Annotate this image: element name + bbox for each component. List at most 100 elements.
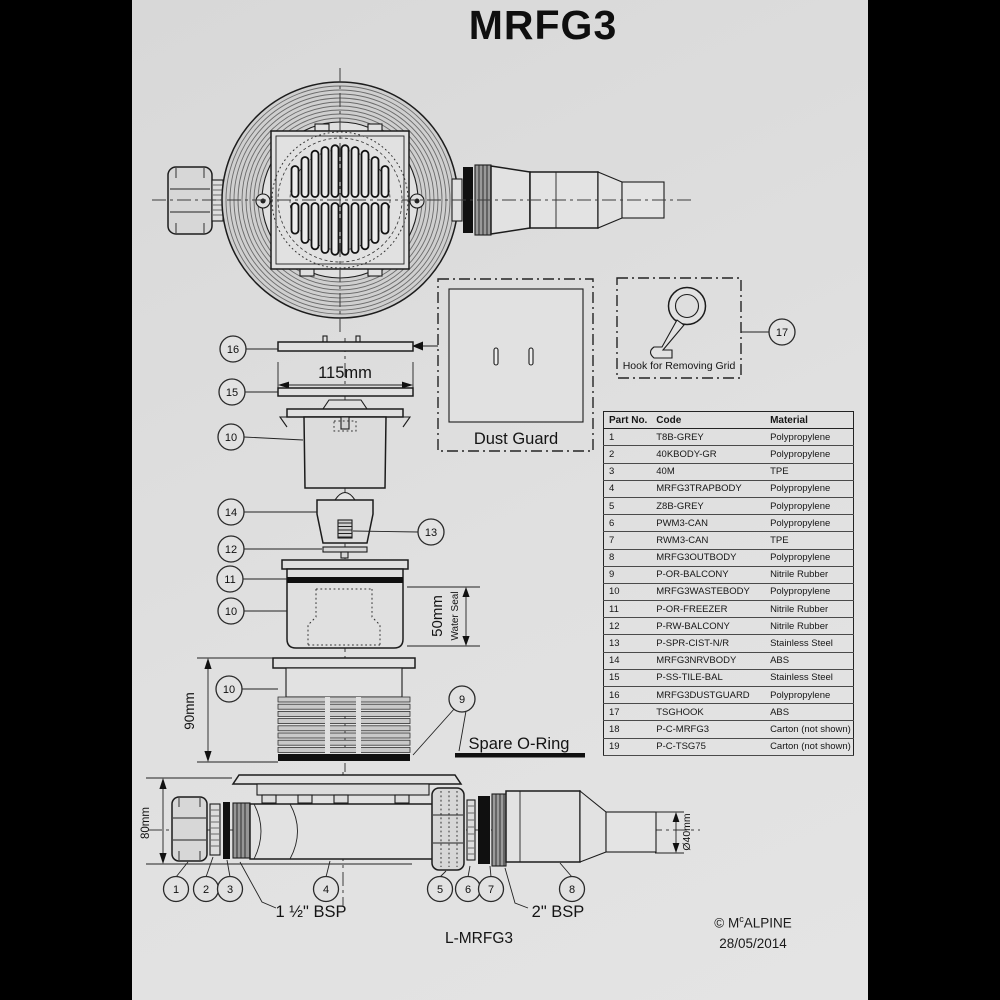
svg-text:2: 2 <box>203 884 209 896</box>
svg-text:115mm: 115mm <box>318 364 372 382</box>
callout-14: 14 <box>217 498 317 526</box>
table-cell: MRFG3TRAPBODY <box>651 480 766 498</box>
part-4-trap-body <box>249 803 441 860</box>
table-cell: 14 <box>603 652 652 670</box>
table-cell: PWM3-CAN <box>651 514 766 533</box>
inlet-thread <box>232 802 251 859</box>
table-cell: Polypropylene <box>765 497 854 516</box>
part-9-o-ring <box>278 754 410 761</box>
callout-11: 11 <box>216 565 287 593</box>
table-cell: MRFG3WASTEBODY <box>651 583 766 602</box>
table-cell: 13 <box>603 634 652 653</box>
table-cell: T8B-GREY <box>651 428 766 447</box>
callout-13: 13 <box>352 518 445 546</box>
svg-text:1: 1 <box>173 884 179 896</box>
table-cell: 8 <box>603 549 652 567</box>
table-cell: 40M <box>651 463 766 481</box>
svg-text:4: 4 <box>323 884 329 896</box>
col-header-material: Material <box>765 411 854 430</box>
bsp-inlet-label: 1 ½" BSP <box>239 861 347 921</box>
callout-5: 5 <box>426 870 454 903</box>
svg-text:9: 9 <box>459 694 465 706</box>
callout-8: 8 <box>558 862 586 903</box>
callout-12: 12 <box>217 535 322 563</box>
part-15-tile-plate <box>277 387 414 397</box>
dust-guard-arrow <box>412 341 423 351</box>
dust-guard-label: Dust Guard <box>474 430 558 448</box>
svg-text:50mm: 50mm <box>429 595 446 637</box>
col-header-code: Code <box>651 411 766 430</box>
svg-text:5: 5 <box>437 884 443 896</box>
table-cell: 40KBODY-GR <box>651 445 766 464</box>
svg-text:90mm: 90mm <box>182 692 197 730</box>
table-cell: Carton (not shown) <box>765 738 854 756</box>
callout-6: 6 <box>454 865 482 903</box>
svg-text:10: 10 <box>223 684 235 696</box>
table-cell: 6 <box>603 514 652 533</box>
outlet-thread <box>491 793 507 867</box>
callout-17: 17 <box>741 318 796 346</box>
table-cell: MRFG3DUSTGUARD <box>651 686 766 705</box>
table-cell: P-SS-TILE-BAL <box>651 669 766 688</box>
svg-text:Water Seal: Water Seal <box>450 591 461 640</box>
table-cell: 7 <box>603 531 652 550</box>
svg-text:1 ½" BSP: 1 ½" BSP <box>276 903 347 921</box>
copyright-line: © McALPINE <box>714 914 792 931</box>
table-cell: ABS <box>765 652 854 670</box>
table-cell: P-SPR-CIST-N/R <box>651 634 766 653</box>
exploded-view: 16 115mm 15 <box>182 335 585 772</box>
table-cell: 19 <box>603 738 652 756</box>
callout-16: 16 <box>219 335 278 363</box>
part-12-washer <box>322 546 368 559</box>
svg-text:14: 14 <box>225 507 237 519</box>
page-title: MRFG3 <box>468 2 618 48</box>
svg-text:10: 10 <box>225 432 237 444</box>
spare-o-ring: Spare O-Ring <box>455 735 585 758</box>
part-10-clamp-body <box>278 399 412 489</box>
table-cell: 5 <box>603 497 652 516</box>
dimension-body-height: 90mm <box>182 657 278 763</box>
table-cell: 17 <box>603 703 652 722</box>
table-cell: P-C-TSG75 <box>651 738 766 756</box>
callout-10-clamp: 10 <box>217 423 304 451</box>
table-cell: Stainless Steel <box>765 634 854 653</box>
callout-10-waste-cup: 10 <box>217 597 287 625</box>
table-cell: 1 <box>603 428 652 447</box>
table-cell: TSGHOOK <box>651 703 766 722</box>
svg-text:3: 3 <box>227 884 233 896</box>
table-cell: P-OR-BALCONY <box>651 566 766 584</box>
table-cell: MRFG3NRVBODY <box>651 652 766 670</box>
part-10-waste-cup <box>281 559 409 649</box>
table-cell: RWM3-CAN <box>651 531 766 550</box>
copyright-date: 28/05/2014 <box>719 936 787 952</box>
table-cell: Polypropylene <box>765 549 854 567</box>
table-cell: Polypropylene <box>765 686 854 705</box>
part-7-washer <box>478 796 490 864</box>
table-cell: Polypropylene <box>765 480 854 498</box>
grid-slots-bottom <box>290 202 390 256</box>
svg-text:15: 15 <box>226 387 238 399</box>
side-view-assembly: 80mm Ø40mm 1 ½" BSP 2" BSP 1 <box>140 772 700 947</box>
dust-guard-slot <box>528 347 534 366</box>
part-5-outlet-nut <box>431 787 465 871</box>
table-cell: 9 <box>603 566 652 584</box>
col-header-part-no: Part No. <box>603 411 652 430</box>
table-cell: Z8B-GREY <box>651 497 766 516</box>
table-cell: Carton (not shown) <box>765 720 854 739</box>
table-cell: 3 <box>603 463 652 481</box>
table-cell: 4 <box>603 480 652 498</box>
copyright-block: © McALPINE 28/05/2014 <box>688 913 818 955</box>
table-cell: MRFG3OUTBODY <box>651 549 766 567</box>
